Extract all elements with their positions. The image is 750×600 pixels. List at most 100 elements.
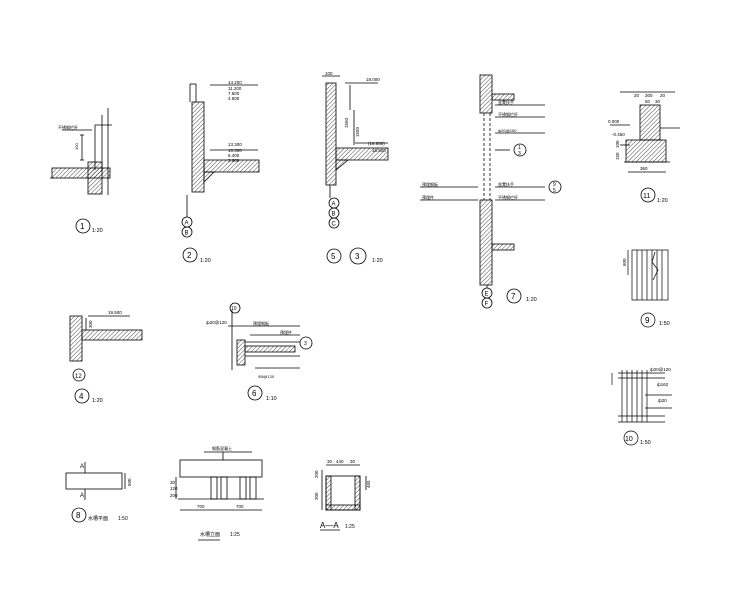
detail-6 bbox=[228, 302, 313, 401]
detail-11-scale: 1:20 bbox=[657, 198, 668, 204]
detail-8 bbox=[65, 462, 126, 523]
detail-7-note-5: 预埋件 bbox=[422, 194, 434, 200]
detail-7-axis-f: F bbox=[485, 302, 489, 308]
detail-10-dim-3: ф20 bbox=[658, 398, 667, 403]
detail-11-dim-8: 100 bbox=[615, 140, 620, 148]
detail-6-note-3: Φ8@120 bbox=[258, 374, 275, 379]
detail-7-ref-2: 3 bbox=[518, 151, 521, 157]
detail-4-label: 4 bbox=[79, 392, 84, 401]
detail-5 bbox=[322, 75, 389, 265]
detail-2-axis-a: A bbox=[185, 221, 189, 227]
detail-10-label: 10 bbox=[625, 436, 633, 443]
detail-2-axis-b: B bbox=[185, 231, 189, 237]
trough-dim-1: 700 bbox=[197, 504, 205, 509]
detail-8-label: 8 bbox=[76, 511, 81, 520]
detail-5-axis-c: C bbox=[332, 222, 337, 228]
section-aa-title: A—A bbox=[320, 521, 339, 530]
detail-6-label: 6 bbox=[252, 389, 257, 398]
trough-elevation bbox=[175, 451, 264, 541]
detail-11-dim-6: 360 bbox=[640, 166, 648, 171]
detail-5-axis-b: B bbox=[332, 212, 336, 218]
detail-8-section-mark-2: A bbox=[80, 493, 84, 499]
detail-7-ref-4: 5 bbox=[553, 188, 556, 194]
detail-11-dim-3: 20 bbox=[660, 93, 666, 98]
detail-10-dim-1: ф20@120 bbox=[650, 367, 671, 372]
detail-7-note-4: 预埋钢板 bbox=[422, 181, 438, 187]
detail-9-label: 9 bbox=[645, 316, 650, 325]
detail-12 bbox=[69, 315, 143, 404]
section-aa bbox=[320, 464, 367, 531]
detail-3-label: 3 bbox=[355, 252, 360, 261]
detail-7-note-1: 坐凳扶手 bbox=[498, 99, 514, 105]
detail-2-level-8: 3.600 bbox=[228, 158, 240, 163]
detail-6-scale: 1:10 bbox=[266, 396, 277, 402]
detail-2-level-5: 13.300 bbox=[228, 142, 242, 147]
detail-6-note-2: 预埋件 bbox=[280, 329, 292, 335]
detail-9-dim: 600 bbox=[622, 258, 627, 266]
detail-5-level-1: 18.000 bbox=[366, 77, 380, 82]
detail-1 bbox=[50, 108, 112, 234]
section-aa-dim-5: 300 bbox=[314, 492, 319, 500]
detail-5-scale: 1:20 bbox=[372, 258, 383, 264]
detail-6-ref-2: 3 bbox=[304, 341, 307, 347]
detail-7-ref-3: 9 bbox=[553, 182, 556, 188]
detail-2-level-7: 6.400 bbox=[228, 153, 240, 158]
detail-7-note-3: ф20@150 bbox=[498, 128, 517, 133]
detail-6-note-1: 预埋钢板 bbox=[253, 320, 269, 326]
trough-dim-2: 700 bbox=[236, 504, 244, 509]
detail-9 bbox=[627, 249, 669, 328]
detail-2-level-3: 7.600 bbox=[228, 91, 240, 96]
detail-11-level-2: -0.450 bbox=[612, 132, 625, 137]
detail-10-scale: 1:50 bbox=[640, 440, 651, 446]
detail-8-section-mark-1: A bbox=[80, 464, 84, 470]
detail-7 bbox=[420, 74, 562, 309]
detail-7-ref-1: 1 bbox=[518, 145, 521, 151]
trough-title: 水槽立面 bbox=[200, 531, 220, 538]
detail-1-label: 1 bbox=[80, 222, 85, 231]
detail-9-scale: 1:50 bbox=[659, 321, 670, 327]
detail-12-dim: 300 bbox=[88, 320, 93, 328]
detail-5-label: 5 bbox=[331, 252, 336, 261]
detail-12-scale: 1:20 bbox=[92, 398, 103, 404]
detail-7-note-6: 坐凳扶手 bbox=[498, 181, 514, 187]
detail-1-note: 不锈钢栏杆 bbox=[58, 124, 78, 130]
section-aa-dim-3: 30 bbox=[350, 459, 356, 464]
section-aa-dim-4: 200 bbox=[314, 470, 319, 478]
trough-dim-3: 30 bbox=[170, 480, 176, 485]
section-aa-dim-6: 465 bbox=[366, 480, 371, 488]
detail-2-level-6: 10.300 bbox=[228, 148, 242, 153]
trough-dim-4: 120 bbox=[170, 486, 178, 491]
detail-12-label: 12 bbox=[75, 374, 82, 380]
detail-2-level-1: 14.200 bbox=[228, 80, 242, 85]
detail-11-label: 11 bbox=[643, 193, 650, 200]
detail-2-scale: 1:20 bbox=[200, 258, 211, 264]
detail-1-dim: 100 bbox=[74, 143, 79, 150]
detail-1-scale: 1:20 bbox=[92, 228, 103, 234]
detail-10-dim-2: ф162 bbox=[657, 382, 669, 387]
detail-11-dim-5: 30 bbox=[655, 99, 661, 104]
section-aa-scale: 1:25 bbox=[345, 524, 355, 530]
detail-8-dim: 500 bbox=[127, 478, 132, 486]
detail-7-note-2: 不锈钢栏杆 bbox=[498, 111, 518, 117]
trough-dim-5: 200 bbox=[170, 493, 178, 498]
section-aa-dim-1: 30 bbox=[327, 459, 333, 464]
detail-8-title: 水槽平面 bbox=[88, 515, 108, 522]
detail-2 bbox=[181, 83, 260, 263]
detail-5-axis-a: A bbox=[332, 202, 336, 208]
detail-10 bbox=[611, 370, 672, 446]
detail-5-dim-1: 100 bbox=[325, 71, 333, 76]
detail-2-level-4: 4.600 bbox=[228, 96, 240, 101]
detail-7-scale: 1:20 bbox=[526, 297, 537, 303]
detail-11-dim-7: 150 bbox=[615, 152, 620, 160]
detail-2-level-2: 11.200 bbox=[228, 86, 242, 91]
trough-scale: 1:25 bbox=[230, 532, 240, 538]
detail-2-label: 2 bbox=[187, 251, 192, 260]
section-aa-dim-2: 440 bbox=[336, 459, 344, 464]
detail-7-axis-e: E bbox=[485, 292, 489, 298]
detail-8-scale: 1:50 bbox=[118, 516, 128, 522]
detail-11 bbox=[610, 91, 680, 203]
detail-7-label: 7 bbox=[511, 292, 516, 301]
detail-5-level-2: (16.850) bbox=[368, 141, 385, 146]
trough-note: 钢筋混凝土 bbox=[212, 445, 232, 451]
